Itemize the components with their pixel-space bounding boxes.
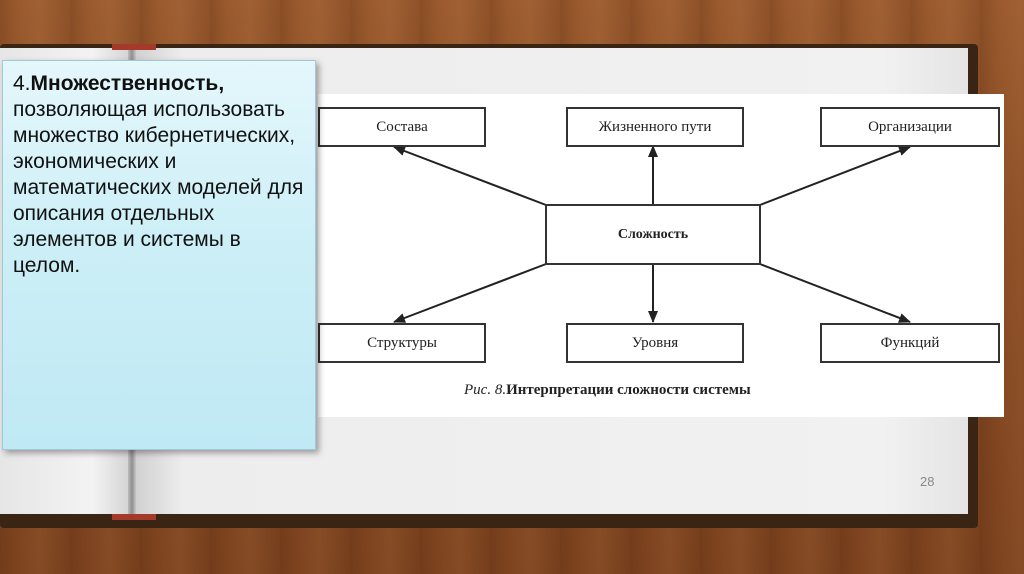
node-funktsiy: Функций <box>820 323 1000 363</box>
figure-caption: Рис. 8.Интерпретации сложности системы <box>464 382 751 399</box>
caption-title: Интерпретации сложности системы <box>506 382 751 398</box>
page-number: 28 <box>920 474 935 489</box>
node-struktury: Структуры <box>318 323 486 363</box>
text-callout: 4.Множественность, позволяющая использов… <box>2 60 316 450</box>
diagram-figure: Состава Жизненного пути Организации Слож… <box>318 94 1004 417</box>
diagram-arrows <box>393 145 911 323</box>
bookmark-ribbon-top <box>112 44 156 50</box>
arrow-to-organizatsii <box>759 146 911 206</box>
node-organizatsii: Организации <box>820 107 1000 147</box>
node-sostava: Состава <box>318 107 486 147</box>
node-urovnya: Уровня <box>566 323 744 363</box>
node-zhiznennogo-puti: Жизненного пути <box>566 107 744 147</box>
bookmark-ribbon-bottom <box>112 514 156 520</box>
arrow-to-funktsiy <box>759 263 911 323</box>
item-heading: Множественность, <box>30 72 225 95</box>
node-center-slozhnost: Сложность <box>545 204 761 265</box>
caption-prefix: Рис. 8. <box>464 382 507 398</box>
arrow-to-sostava <box>393 146 547 206</box>
item-body: позволяющая использовать множество кибер… <box>13 98 304 277</box>
arrow-to-struktury <box>393 263 547 323</box>
item-number: 4. <box>13 72 31 95</box>
